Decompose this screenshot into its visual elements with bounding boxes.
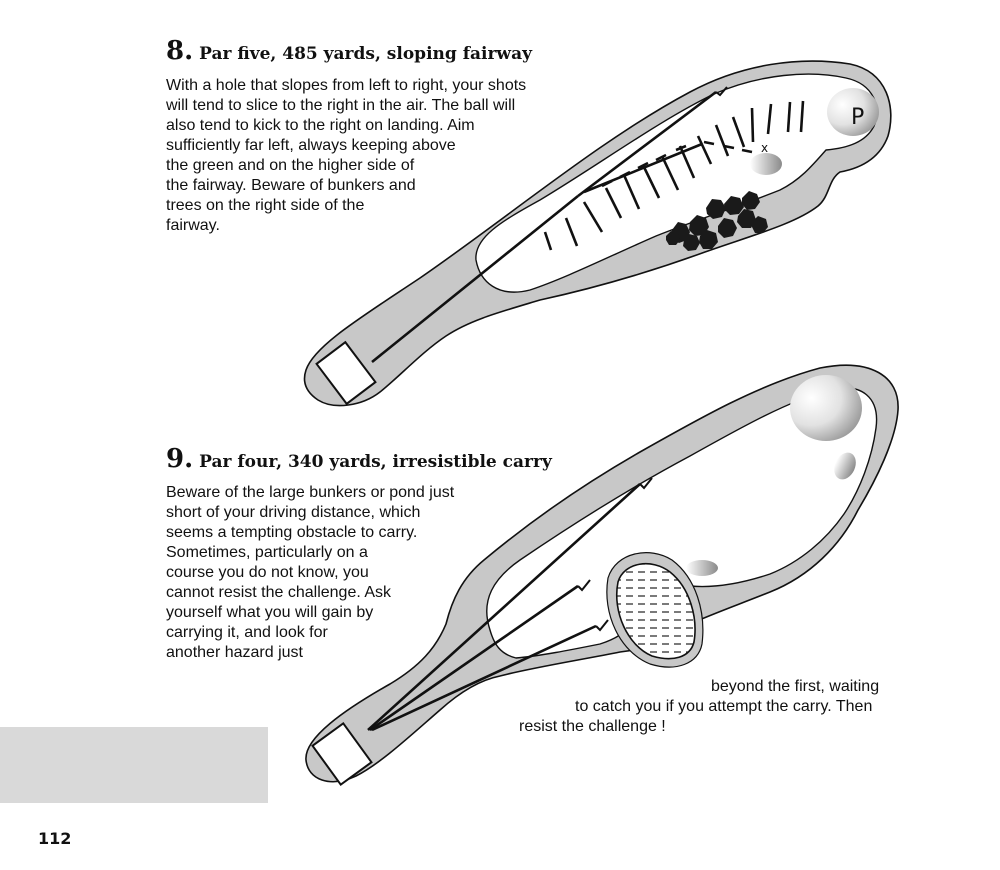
slope-hatching (543, 100, 805, 251)
text-line: Sometimes, particularly on a (166, 544, 368, 561)
text-line: yourself what you will gain by (166, 604, 374, 621)
hole-9-fairway (486, 387, 878, 659)
text-line: cannot resist the challenge. Ask (166, 584, 392, 601)
text-line: the green and on the higher side of (166, 157, 415, 174)
text-line: beyond the first, waiting (711, 678, 880, 695)
hole-9-diagram (305, 364, 899, 786)
grey-margin-block (0, 727, 268, 803)
text-line: seems a tempting obstacle to carry. (166, 524, 418, 541)
hole-8-flag-letter: P (851, 105, 864, 130)
hole-8-target-mark: x (761, 141, 768, 155)
hole-8-diagram: P x (303, 60, 892, 407)
hole-8-green (827, 88, 879, 136)
text-line: another hazard just (166, 644, 303, 661)
text-line: will tend to slice to the right in the a… (166, 97, 516, 114)
text-line: With a hole that slopes from left to rig… (166, 77, 527, 94)
text-line: course you do not know, you (166, 564, 369, 581)
hole-8-approach-dashes (601, 140, 753, 188)
text-line: fairway. (166, 217, 220, 234)
hole-9-description: Beware of the large bunkers or pond just… (166, 483, 454, 663)
text-line: trees on the right side of the (166, 197, 365, 214)
hole-8-heading: 8.Par five, 485 yards, sloping fairway (166, 36, 532, 66)
tree-cluster (666, 191, 768, 251)
text-line: sufficiently far left, always keeping ab… (166, 137, 456, 154)
text-line: Beware of the large bunkers or pond just (166, 484, 455, 501)
hole-8-number: 8. (166, 36, 194, 66)
hole-8-fairway (475, 73, 878, 293)
text-line: carrying it, and look for (166, 624, 328, 641)
text-line: to catch you if you attempt the carry. T… (575, 698, 873, 715)
hole-8-description: With a hole that slopes from left to rig… (166, 76, 526, 236)
text-line: the fairway. Beware of bunkers and (166, 177, 416, 194)
hole-8-tee-box (315, 340, 377, 406)
hole-9-title: Par four, 340 yards, irresistible carry (199, 452, 552, 472)
hole-9-pond (616, 563, 696, 660)
text-line: also tend to kick to the right on landin… (166, 117, 475, 134)
hole-9-green (790, 375, 862, 441)
hole-9-heading: 9.Par four, 340 yards, irresistible carr… (166, 444, 552, 474)
hole-9-bunker-right (834, 452, 856, 480)
hole-9-shot-paths (367, 477, 653, 732)
hole-8-bunker (750, 153, 782, 175)
text-line: short of your driving distance, which (166, 504, 421, 521)
hole-9-number: 9. (166, 444, 194, 474)
hole-9-bunker-left (686, 560, 718, 576)
hole-9-tee-box (311, 722, 373, 786)
hole-8-title: Par five, 485 yards, sloping fairway (199, 44, 532, 64)
page-number: 112 (38, 829, 72, 848)
text-line: resist the challenge ! (519, 718, 666, 735)
